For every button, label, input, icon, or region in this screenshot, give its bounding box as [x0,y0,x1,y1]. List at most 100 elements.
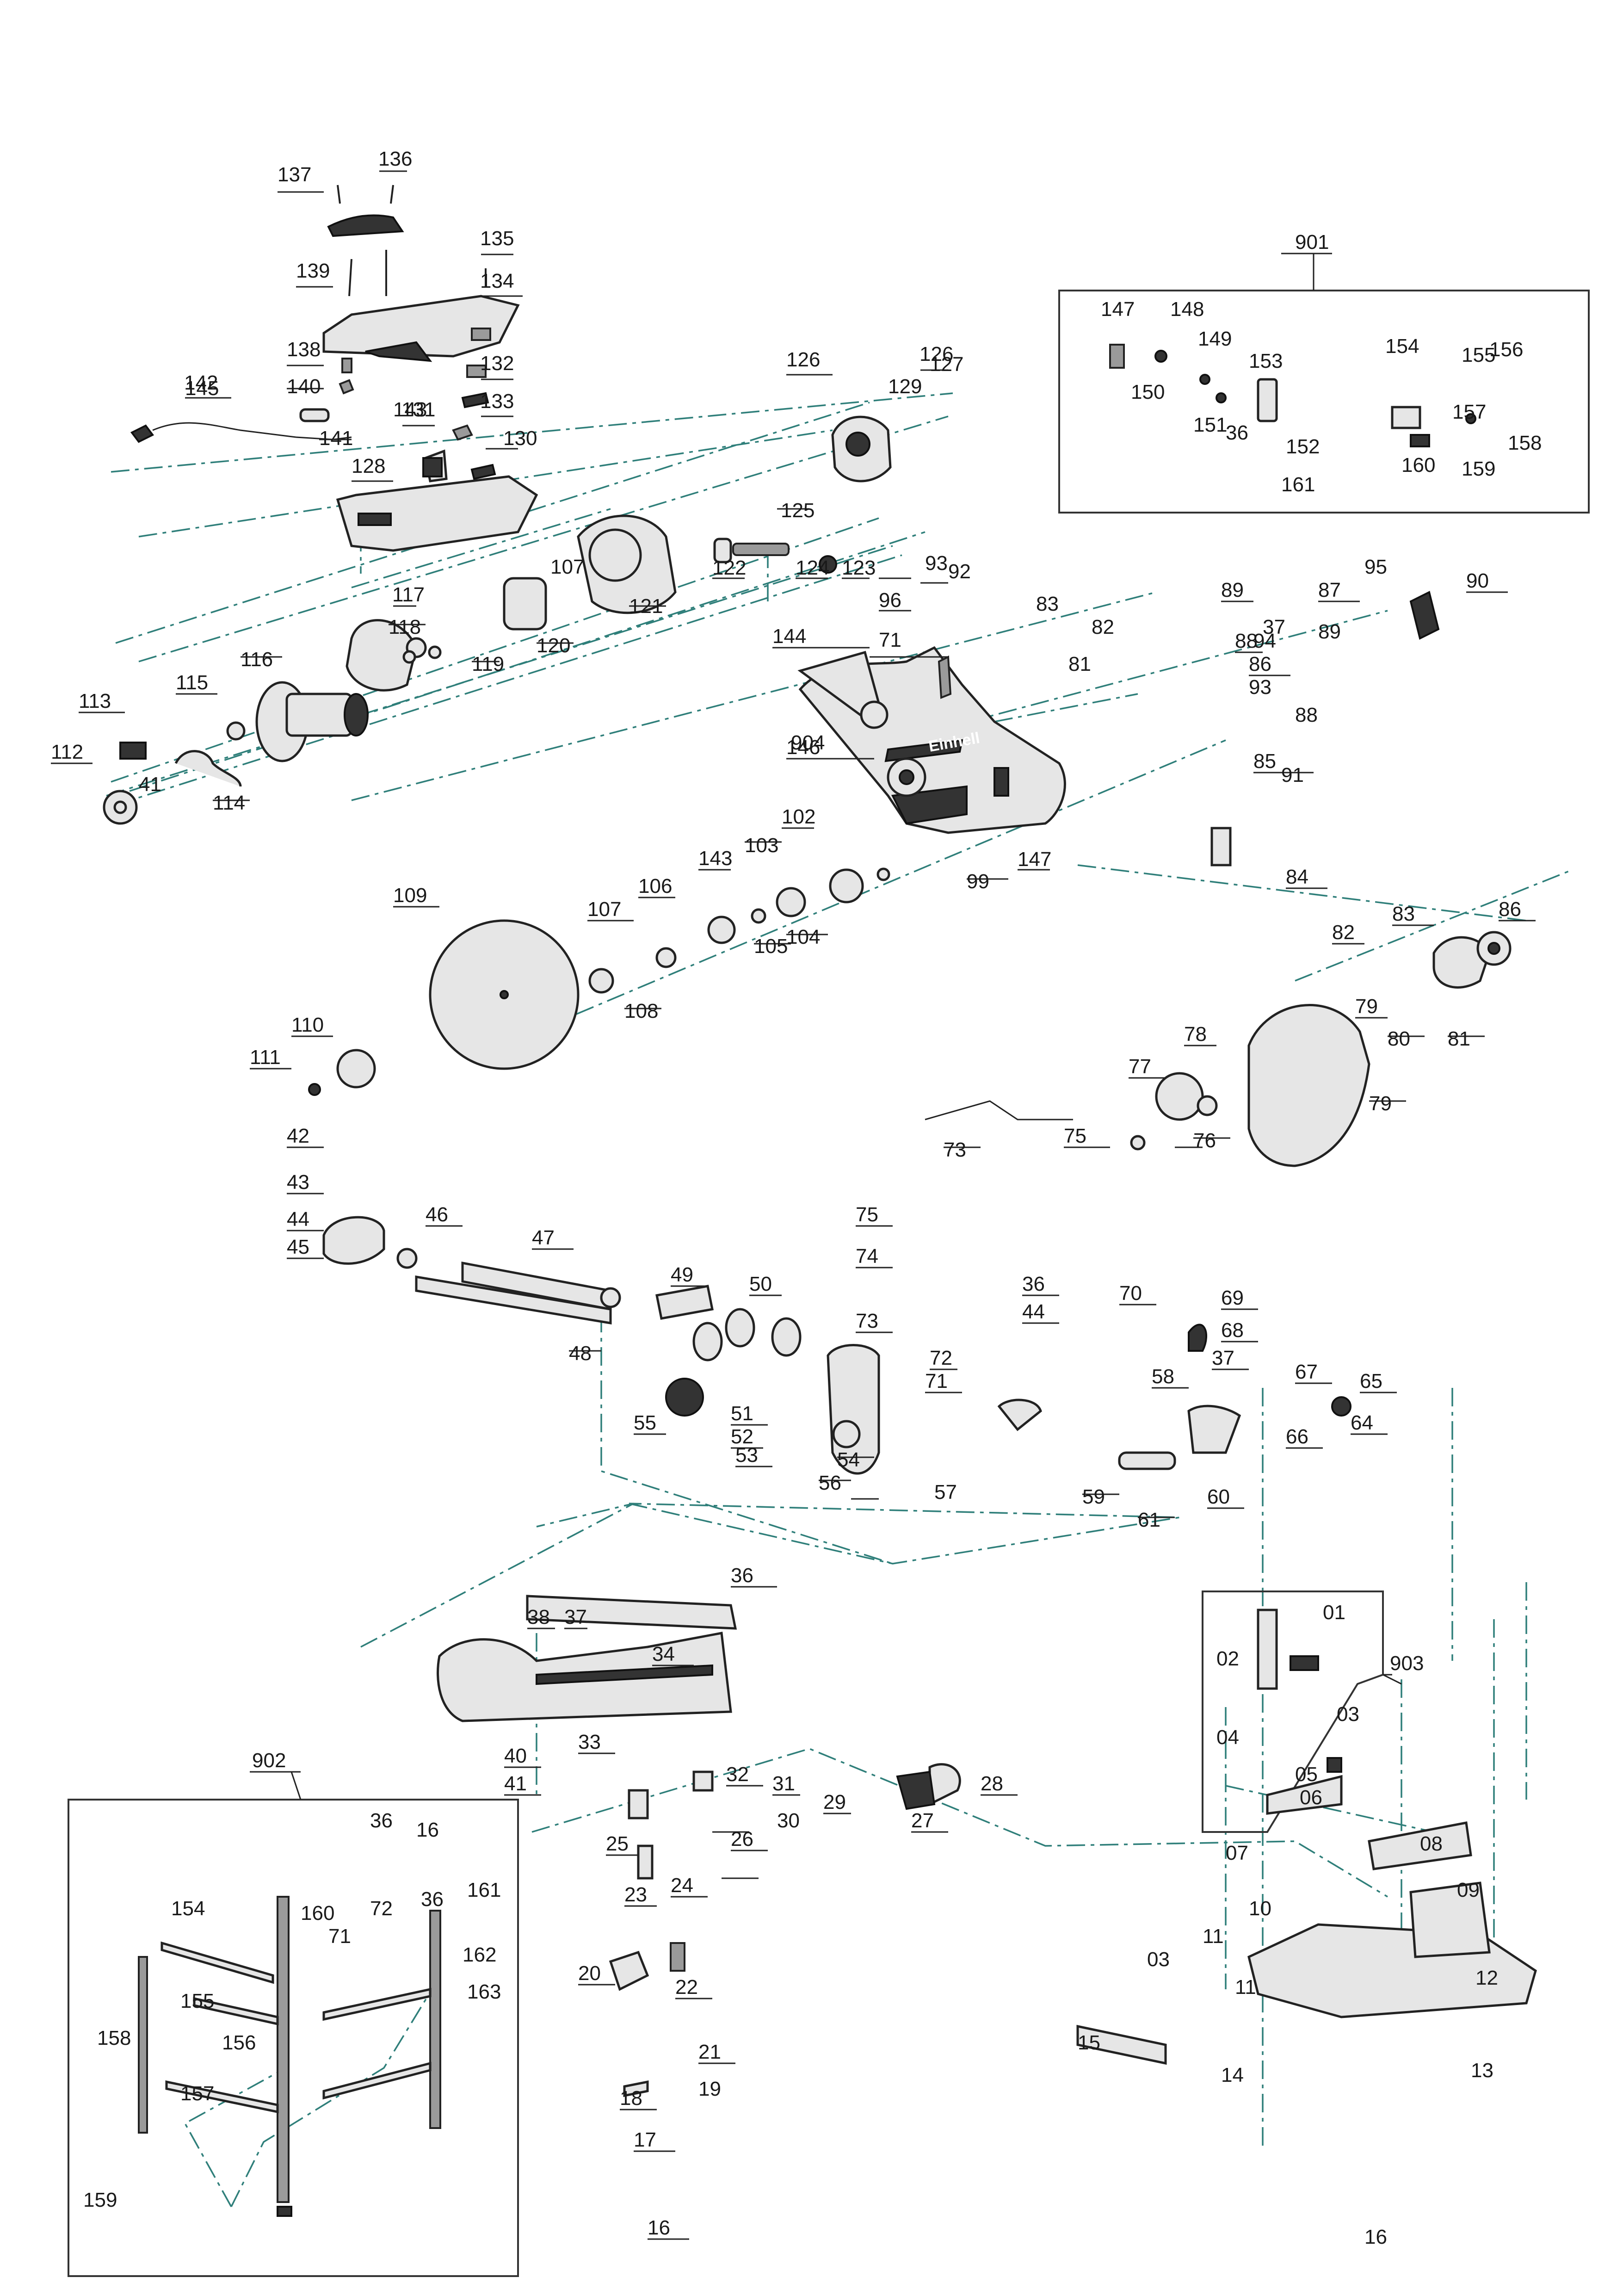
part-label: 59 [1082,1485,1105,1508]
part-label: 147 [1101,298,1135,321]
tilt-arm-assembly [322,1216,1351,1475]
part-label: 16 [648,2216,670,2239]
part-label: 140 [287,375,321,398]
motor-housing [336,415,892,631]
part-label: 65 [1360,1370,1382,1392]
part-label: 82 [1092,616,1114,638]
part-label: 69 [1221,1287,1244,1309]
part-label: 52 [731,1425,753,1448]
part-label: 81 [1068,653,1091,675]
part-label: 13 [1471,2059,1493,2082]
part-label: 36 [1022,1273,1045,1295]
part-label: 157 [1452,401,1486,423]
part-label: 126 [786,348,820,371]
part-label: 01 [1323,1601,1345,1624]
part-label: 03 [1147,1948,1170,1971]
part-label: 72 [930,1347,952,1369]
part-label: 11 [1235,1976,1256,1999]
part-label: 22 [675,1976,698,1999]
part-label: 91 [1281,764,1304,786]
part-label: 41 [504,1772,527,1795]
part-label: 73 [856,1310,878,1332]
part-label: 76 [1193,1129,1216,1152]
cable-and-switch [130,408,496,483]
base-assembly-903 [1076,1609,1537,2065]
part-label: 07 [1226,1842,1248,1864]
part-label: 90 [1466,569,1489,592]
part-label: 27 [911,1809,934,1832]
part-label: 88 [1235,630,1258,652]
part-label: 135 [480,227,514,250]
part-label: 143 [698,847,732,870]
upper-blade-guard [797,646,1066,834]
part-label: 129 [888,375,922,398]
part-label: 40 [504,1745,527,1767]
part-label: 122 [712,557,746,579]
part-label: 70 [1119,1282,1142,1305]
saw-blade [308,867,890,1096]
part-label: 128 [352,455,385,477]
part-label: 51 [731,1402,753,1425]
part-label: 29 [823,1791,846,1813]
part-label: 84 [1286,866,1308,888]
part-label: 20 [578,1962,601,1985]
part-label: 160 [1401,454,1435,477]
part-label: 87 [1318,579,1341,601]
part-label: 49 [671,1263,693,1286]
group-label-902: 902 [252,1749,286,1772]
turntable-assembly [437,1595,961,2098]
part-label: 151 [1193,414,1227,436]
part-label: 15 [1078,2031,1100,2054]
part-label: 139 [296,260,330,282]
part-label: 157 [180,2082,214,2105]
part-label: 111 [250,1046,281,1069]
part-label: 66 [1286,1425,1308,1448]
part-label: 123 [842,557,876,579]
part-label: 16 [1364,2226,1387,2248]
part-label: 02 [1216,1647,1239,1670]
part-label: 33 [578,1731,601,1753]
part-label: 154 [171,1897,205,1920]
part-label: 149 [1198,328,1232,350]
part-label: 96 [879,589,901,612]
group-label-901: 901 [1295,231,1329,254]
part-label: 136 [378,148,412,170]
part-label: 47 [532,1226,555,1249]
part-label: 160 [301,1902,334,1925]
part-label: 99 [967,870,989,893]
part-label: 147 [1018,848,1051,871]
part-label: 161 [1281,473,1315,496]
group-labels: 901 902 903 904 [252,231,1424,1772]
part-label: 79 [1355,995,1378,1018]
part-label: 108 [624,1000,658,1022]
part-label: 88 [1295,704,1318,726]
lower-blade-guard [925,591,1512,1167]
part-label: 132 [480,352,514,375]
part-label: 93 [925,552,948,575]
part-label: 34 [652,1643,675,1665]
part-label: 36 [1226,421,1248,444]
detail-901-parts [1109,344,1476,447]
part-label: 133 [480,390,514,413]
detail-frame-903 [1202,1590,1384,1833]
part-label: 41 [139,773,161,796]
part-label: 71 [925,1370,948,1392]
part-label: 42 [287,1125,309,1147]
part-label: 89 [1318,620,1341,643]
part-label: 79 [1369,1092,1392,1115]
part-label: 54 [837,1448,860,1471]
detail-frame-902 [68,1799,519,2277]
part-label: 09 [1457,1879,1480,1901]
part-label: 06 [1300,1786,1322,1809]
part-label: 68 [1221,1319,1244,1342]
part-label: 158 [97,2027,131,2049]
part-label: 64 [1351,1411,1373,1434]
part-label: 145 [185,377,219,400]
part-label: 45 [287,1236,309,1258]
part-label: 74 [856,1245,878,1268]
part-label: 141 [319,427,353,450]
part-label: 58 [1152,1365,1174,1388]
part-label: 154 [1385,335,1419,358]
part-label: 156 [1489,338,1523,361]
